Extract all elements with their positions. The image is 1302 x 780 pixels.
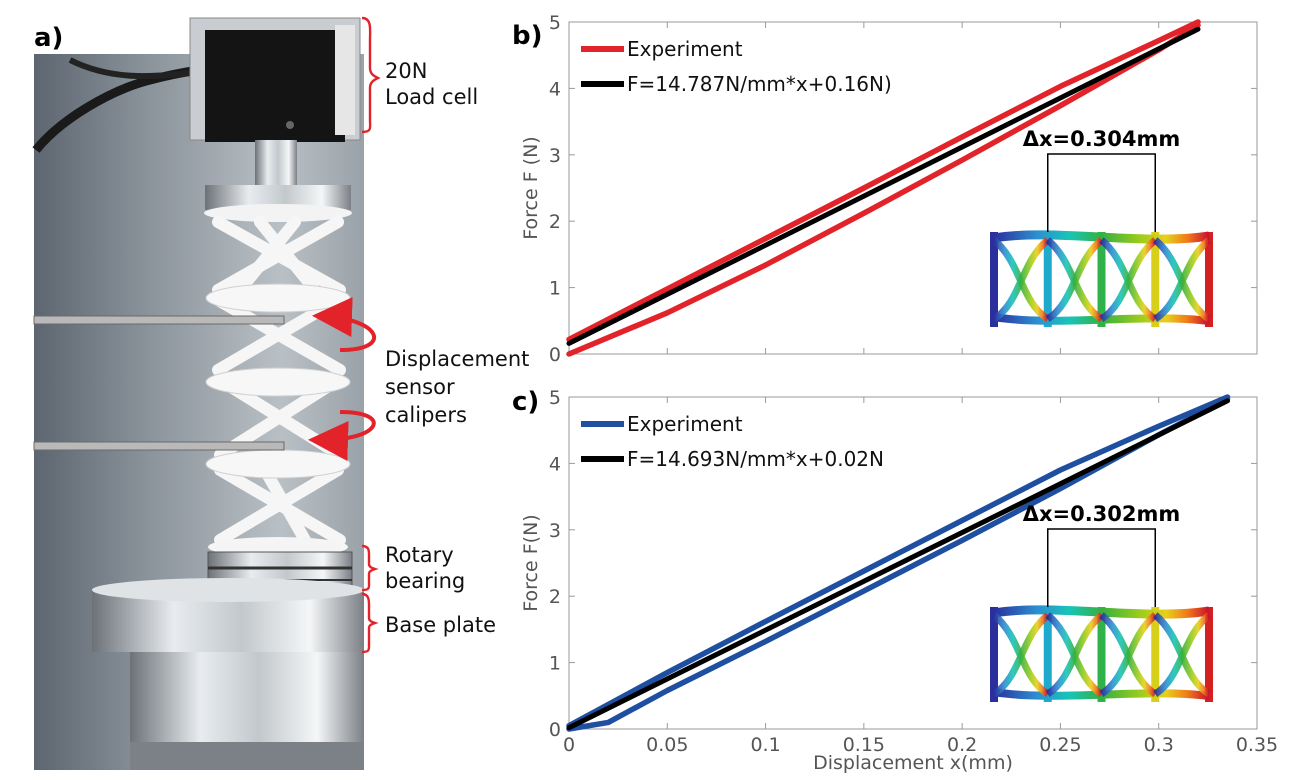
inset-post	[1043, 232, 1052, 327]
inset-post	[1097, 232, 1106, 327]
svg-text:Displacement: Displacement	[385, 347, 529, 371]
svg-text:Load cell: Load cell	[385, 85, 478, 109]
inset-post	[1205, 232, 1213, 327]
callout-displacement-sensor: Displacement sensor calipers	[385, 347, 529, 427]
y-axis-label: Force F(N)	[520, 514, 542, 611]
delta-x-bracket	[1047, 528, 1156, 607]
legend-entry: Experiment	[627, 37, 743, 61]
x-tick-label: 0.35	[1236, 734, 1278, 756]
panel-b-label: b)	[512, 21, 543, 51]
y-axis-label: Force F (N)	[520, 136, 542, 239]
x-tick-label: 0.3	[1144, 734, 1174, 756]
y-tick-label: 3	[549, 145, 561, 167]
y-tick-label: 5	[549, 12, 561, 34]
svg-text:Base plate: Base plate	[385, 613, 496, 637]
inset-beam	[993, 605, 1210, 619]
inset-strut	[1045, 612, 1104, 697]
panel-a-label: a)	[34, 23, 63, 53]
callout-base-plate: Base plate	[385, 613, 496, 637]
y-tick-label: 1	[549, 653, 561, 675]
x-tick-label: 0.1	[750, 734, 780, 756]
svg-text:bearing: bearing	[385, 569, 465, 593]
chart-c: 0 1 2 3 4 5 0 0.05 0.1 0.15 0.2 0.25 0.3 0.35 Force F(…	[520, 387, 1278, 774]
plot-frame	[568, 396, 1258, 730]
legend-entry: Experiment	[627, 412, 743, 436]
test-rig-photo	[32, 17, 376, 770]
svg-text:Rotary: Rotary	[385, 543, 454, 567]
svg-text:calipers: calipers	[385, 403, 467, 427]
svg-text:sensor: sensor	[385, 375, 455, 399]
simulation-inset: Δx=0.302mm	[990, 502, 1213, 702]
inset-post	[1151, 232, 1160, 327]
x-tick-label: 0.15	[843, 734, 885, 756]
inset-post	[990, 607, 998, 702]
experiment-curve	[566, 394, 1231, 729]
delta-x-label: Δx=0.302mm	[1023, 502, 1181, 526]
inset-post	[1151, 607, 1160, 702]
legend-entry: F=14.787N/mm*x+0.16N)	[627, 72, 892, 96]
inset-strut	[991, 237, 1051, 322]
callout-rotary-bearing: Rotary bearing	[385, 543, 465, 593]
inset-strut	[1099, 612, 1158, 697]
inset-post	[990, 232, 998, 327]
callout-braces	[361, 16, 381, 654]
inset-strut	[1153, 237, 1212, 322]
simulation-inset: Δx=0.304mm	[990, 127, 1213, 327]
inset-strut	[1153, 612, 1212, 697]
experiment-curve	[566, 19, 1201, 343]
y-tick-label: 3	[549, 520, 561, 542]
fit-line	[566, 26, 1201, 346]
inset-strut	[991, 612, 1051, 697]
y-tick-label: 5	[549, 387, 561, 409]
y-tick-label: 0	[549, 344, 561, 366]
y-tick-label: 2	[549, 211, 561, 233]
legend-entry: F=14.693N/mm*x+0.02N	[627, 447, 884, 471]
delta-x-bracket	[1047, 153, 1156, 232]
callout-load-cell: 20N Load cell	[385, 59, 478, 109]
y-tick-label: 0	[549, 719, 561, 741]
x-axis-label: Displacement x(mm)	[813, 752, 1013, 774]
x-tick-label: 0.2	[947, 734, 977, 756]
plot-frame	[568, 21, 1258, 355]
inset-strut	[1099, 237, 1158, 322]
y-tick-label: 4	[549, 453, 561, 475]
svg-text:20N: 20N	[385, 59, 427, 83]
x-tick-label: 0.25	[1039, 734, 1081, 756]
inset-post	[1097, 607, 1106, 702]
panel-c-label: c)	[512, 387, 539, 417]
fit-line	[566, 398, 1230, 731]
x-tick-label: 0	[563, 734, 575, 756]
y-tick-label: 1	[549, 278, 561, 300]
inset-beam	[993, 230, 1210, 244]
y-tick-label: 2	[549, 586, 561, 608]
inset-strut	[1045, 237, 1104, 322]
y-tick-label: 4	[549, 78, 561, 100]
x-tick-label: 0.05	[646, 734, 688, 756]
delta-x-label: Δx=0.304mm	[1023, 127, 1181, 151]
inset-post	[1043, 607, 1052, 702]
inset-post	[1205, 607, 1213, 702]
